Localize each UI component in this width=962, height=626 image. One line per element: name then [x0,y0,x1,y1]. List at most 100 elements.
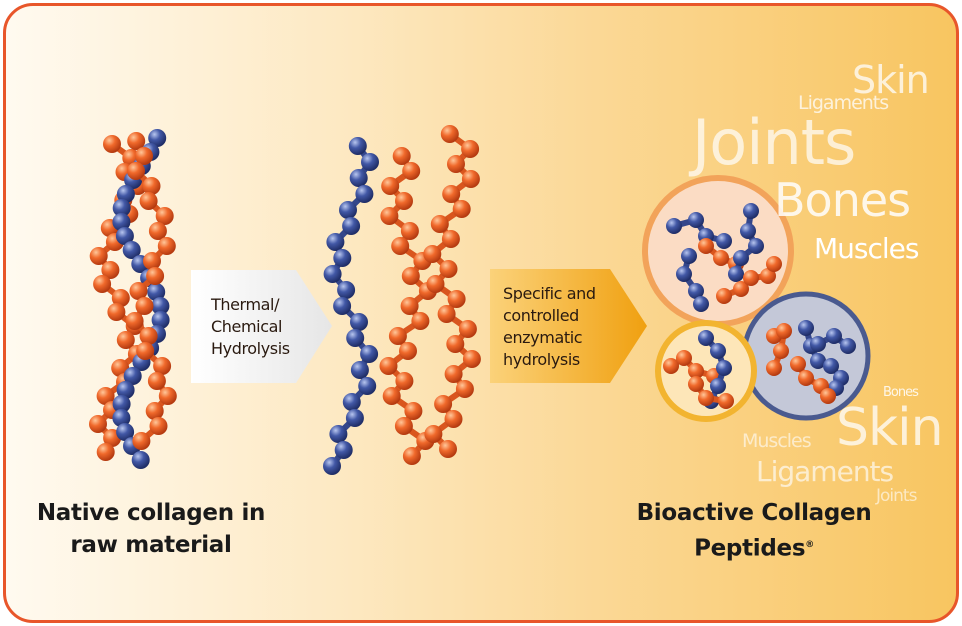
blue-bead [676,266,692,282]
enzymatic-hydrolysis-arrow [490,269,647,383]
orange-bead [146,267,165,285]
denatured-collagen-chains [323,125,481,475]
orange-bead [127,132,146,150]
orange-bead [382,387,401,405]
blue-bead [710,378,726,394]
orange-bead [461,170,480,188]
orange-bead [148,222,167,240]
blue-bead [116,381,135,399]
orange-bead [452,200,471,218]
blue-bead [339,201,357,219]
orange-bead [404,402,423,420]
word-joints: Joints [692,106,856,179]
orange-bead [441,230,460,248]
blue-bead [693,296,709,312]
word-skin-large: Skin [836,398,944,458]
orange-bead [713,250,729,266]
orange-bead [96,387,115,405]
orange-bead [426,275,445,293]
blue-bead [355,185,374,203]
orange-bead [688,376,704,392]
blue-bead [688,212,704,228]
blue-bead [123,367,142,385]
blue-bead [151,297,170,315]
orange-bead [147,372,166,390]
orange-bead [379,357,398,375]
word-joints-small: Joints [876,486,917,506]
blue-bead [710,343,726,359]
orange-bead [820,388,836,404]
orange-bead [447,290,466,308]
orange-bead [103,135,121,153]
orange-bead [424,425,443,443]
orange-bead [139,192,158,210]
orange-bead [447,155,465,173]
orange-bead [437,305,456,323]
blue-bead [740,223,756,239]
blue-bead [116,423,135,441]
word-bones-small: Bones [883,385,919,400]
blue-bead [826,328,842,344]
blue-bead [326,233,345,251]
blue-bead [681,248,697,264]
blue-bead [798,320,814,336]
orange-bead [439,440,457,458]
blue-bead [666,218,682,234]
orange-bead [773,343,789,359]
orange-bead [423,245,442,263]
orange-bead [716,288,732,304]
orange-bead [143,252,161,270]
blue-bead [823,358,839,374]
thermal-hydrolysis-label: Thermal/ Chemical Hydrolysis [211,295,290,358]
word-muscles: Muscles [814,232,919,265]
collagen-peptide-fragments [663,203,856,409]
orange-bead [455,380,474,398]
orange-bead [116,331,135,349]
orange-bead [395,192,413,210]
blue-bead [810,336,826,352]
blue-bead [733,250,749,266]
blue-bead [333,297,352,315]
orange-bead [381,177,400,195]
orange-bead [663,358,679,374]
blue-bead [346,329,365,347]
orange-bead [766,360,782,376]
orange-bead [444,410,463,428]
orange-bead [400,297,419,315]
blue-bead [112,395,131,413]
word-skin: Skin [852,58,930,102]
blue-bead [122,241,141,259]
blue-bead [115,227,134,245]
orange-bead [733,281,749,297]
orange-bead [129,282,148,300]
orange-bead [395,372,414,390]
diagram-artwork [89,125,871,475]
blue-bead [112,199,131,217]
blue-bead [333,249,352,267]
blue-bead [131,451,150,469]
orange-bead [401,267,420,285]
orange-bead [698,390,714,406]
orange-bead [142,177,161,195]
word-muscles-small: Muscles [742,430,812,452]
orange-bead [125,312,144,330]
orange-bead [399,342,417,360]
orange-bead [380,207,399,225]
orange-bead [760,268,776,284]
orange-bead [136,342,155,360]
blue-bead [329,425,348,443]
blue-bead [148,129,167,147]
orange-bead [394,417,413,435]
blue-bead [358,377,377,395]
blue-bead [810,353,826,369]
orange-bead [776,323,792,339]
thermal-hydrolysis-arrow [191,270,332,383]
blue-bead [350,313,368,331]
blue-bead [334,441,353,459]
orange-bead [139,327,158,345]
blue-bead [342,217,361,235]
orange-bead [444,365,463,383]
orange-bead [402,447,421,465]
blue-bead [743,203,759,219]
blue-bead [698,330,714,346]
